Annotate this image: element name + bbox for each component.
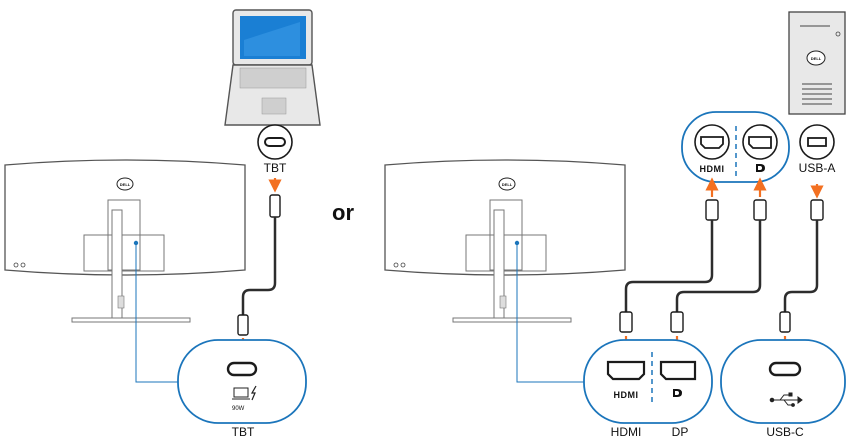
desktop-tower-icon: DELL xyxy=(788,11,846,115)
or-separator: or xyxy=(332,200,354,225)
monitor-dp-label: DP xyxy=(672,425,689,439)
monitor-hdmi-port-icon xyxy=(606,360,646,381)
monitor-usbc-panel xyxy=(720,339,846,424)
monitor-dp-logo-icon xyxy=(673,389,682,397)
brand-tower: DELL xyxy=(811,56,822,61)
laptop-tbt-port xyxy=(257,124,293,160)
laptop-icon xyxy=(224,9,321,126)
desktop-usba-label: USB-A xyxy=(799,161,836,175)
usb-a-port-icon xyxy=(799,124,835,160)
laptop-port-label: TBT xyxy=(264,161,287,175)
usb-c-port-icon xyxy=(226,361,258,377)
callout-dot-left xyxy=(133,240,139,246)
monitor-icon-left: DELL xyxy=(4,159,246,323)
usb-cable xyxy=(779,199,824,333)
monitor-usbc-label: USB-C xyxy=(766,425,804,439)
monitor-tbt-panel xyxy=(177,339,307,424)
brand-left: DELL xyxy=(120,182,131,187)
displayport-logo-icon xyxy=(756,164,765,172)
monitor-dp-port-icon xyxy=(659,360,697,381)
displayport-port-icon xyxy=(742,124,778,160)
monitor-port-label-left: TBT xyxy=(232,425,255,439)
hdmi-port-icon xyxy=(694,124,730,160)
callout-line-right xyxy=(516,243,585,383)
hdmi-cable xyxy=(619,199,719,333)
tbt-cable xyxy=(237,194,281,336)
dp-cable xyxy=(670,199,767,333)
monitor-video-panel xyxy=(583,339,713,424)
monitor-hdmi-label: HDMI xyxy=(611,425,642,439)
monitor-usb-c-port-icon xyxy=(768,361,802,377)
brand-right: DELL xyxy=(502,182,513,187)
callout-line-left xyxy=(135,243,195,383)
monitor-icon-right: DELL xyxy=(384,159,626,323)
desktop-hdmi-logo: HDMI xyxy=(700,164,725,174)
power-rating: 90W xyxy=(232,406,245,412)
monitor-hdmi-logo: HDMI xyxy=(614,390,639,400)
usb-symbol-icon xyxy=(769,392,803,407)
power-delivery-icon xyxy=(232,385,257,401)
callout-dot-right xyxy=(514,240,520,246)
